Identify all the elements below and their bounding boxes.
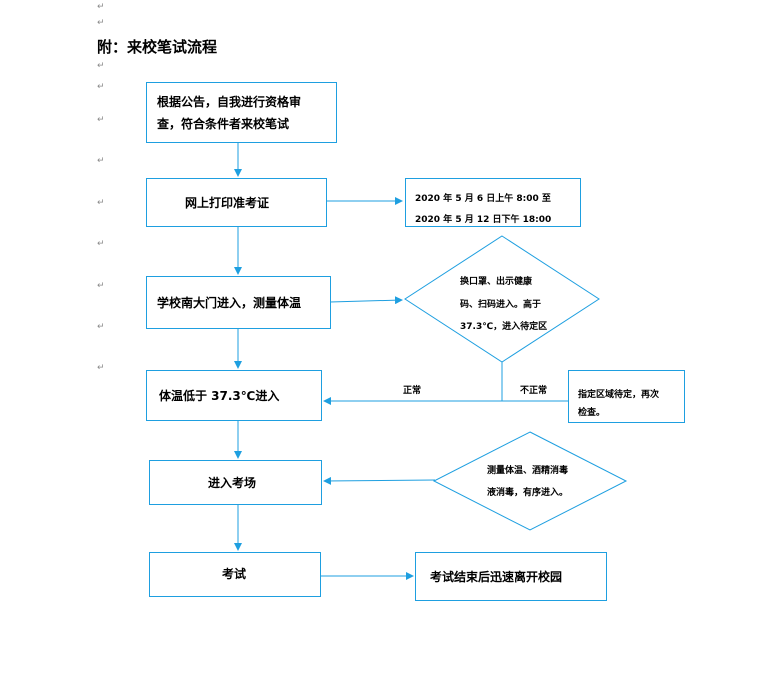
- step-qualification-line2: 查，符合条件者来校笔试: [157, 117, 290, 131]
- paragraph-mark: ↵: [97, 115, 105, 125]
- paragraph-mark: ↵: [97, 18, 105, 28]
- wait-area-box: 指定区域待定，再次 检查。: [568, 370, 685, 423]
- check-diamond: [404, 235, 600, 363]
- step-qualification-line1: 根据公告，自我进行资格审: [157, 95, 302, 109]
- step-qualification-box: 根据公告，自我进行资格审 查，符合条件者来校笔试: [146, 82, 337, 143]
- check-diamond-line3: 37.3℃，进入待定区: [460, 322, 548, 332]
- step-temperature-box: 体温低于 37.3℃进入: [146, 370, 322, 421]
- time-window-line1: 2020 年 5 月 6 日上午 8:00 至: [415, 194, 551, 204]
- paragraph-mark: ↵: [97, 198, 105, 208]
- leave-campus-text: 考试结束后迅速离开校园: [430, 570, 563, 584]
- step-print-ticket-text: 网上打印准考证: [185, 196, 270, 210]
- wait-area-line1: 指定区域待定，再次: [578, 390, 660, 400]
- disinfect-diamond-line2: 液消毒，有序进入。: [487, 488, 569, 498]
- wait-area-line2: 检查。: [578, 408, 606, 418]
- step-temperature-text: 体温低于 37.3℃进入: [159, 389, 280, 403]
- step-enter-gate-box: 学校南大门进入，测量体温: [146, 276, 331, 329]
- normal-label: 正常: [403, 386, 422, 396]
- step-enter-room-box: 进入考场: [149, 460, 322, 505]
- paragraph-mark: ↵: [97, 82, 105, 92]
- step-exam-box: 考试: [149, 552, 321, 597]
- paragraph-mark: ↵: [97, 239, 105, 249]
- disinfect-diamond-line1: 测量体温、酒精消毒: [487, 466, 569, 476]
- paragraph-mark: ↵: [97, 322, 105, 332]
- time-window-box: 2020 年 5 月 6 日上午 8:00 至 2020 年 5 月 12 日下…: [405, 178, 581, 227]
- check-diamond-line2: 码、扫码进入。高于: [460, 300, 542, 310]
- arrow-s3-check: [329, 296, 403, 305]
- arrow-disinfect-s5: [323, 476, 436, 485]
- paragraph-mark: ↵: [97, 156, 105, 166]
- abnormal-label: 不正常: [520, 386, 548, 396]
- paragraph-mark: ↵: [97, 363, 105, 373]
- disinfect-diamond: [432, 431, 628, 531]
- leave-campus-box: 考试结束后迅速离开校园: [415, 552, 607, 601]
- step-print-ticket-box: 网上打印准考证: [146, 178, 327, 227]
- step-enter-room-text: 进入考场: [208, 476, 257, 490]
- step-exam-text: 考试: [222, 567, 247, 581]
- paragraph-mark: ↵: [97, 281, 105, 291]
- step-enter-gate-text: 学校南大门进入，测量体温: [157, 296, 302, 310]
- page-title: 附：来校笔试流程: [97, 38, 218, 56]
- paragraph-mark: ↵: [97, 2, 105, 12]
- check-diamond-line1: 换口罩、出示健康: [460, 277, 533, 287]
- time-window-line2: 2020 年 5 月 12 日下午 18:00: [415, 215, 552, 225]
- paragraph-mark: ↵: [97, 61, 105, 71]
